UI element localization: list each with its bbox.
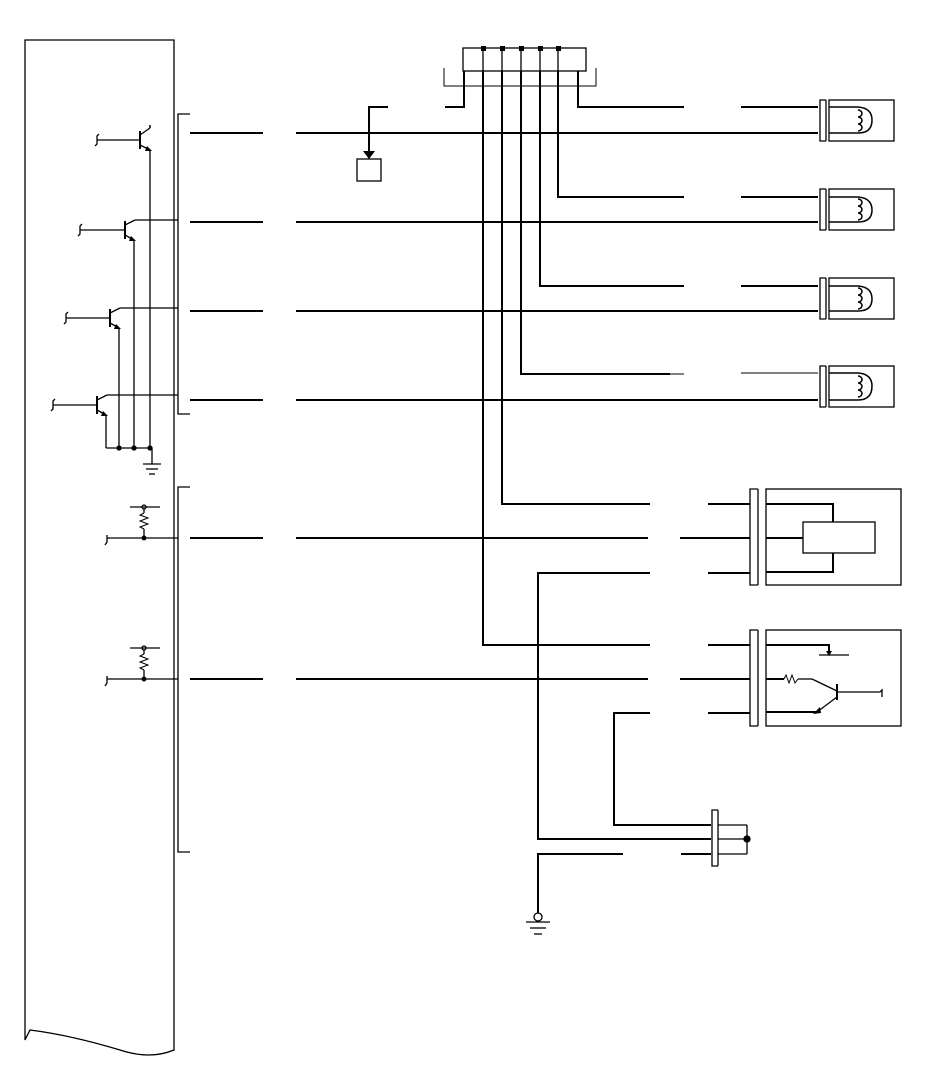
sensor-input-circuit-1 (104, 504, 178, 546)
feed-wire-left (445, 71, 465, 108)
feed-wire-injector-2 (557, 71, 684, 198)
control-module-outline (24, 39, 175, 1056)
driver-transistor-1 (94, 125, 152, 151)
driver-transistor-3 (63, 307, 121, 329)
feed-wire-injector-4 (520, 71, 670, 375)
injector-2 (819, 188, 895, 231)
driver-transistor-4 (50, 394, 108, 416)
sensor-b (749, 629, 902, 727)
ground-splice-connector (711, 809, 751, 867)
feed-wire-sensor-b (482, 71, 650, 646)
tap-component (356, 106, 388, 182)
ground-symbol-module (143, 463, 161, 475)
ground-symbol-chassis (526, 912, 550, 935)
ground-wire-chassis (537, 853, 623, 913)
ground-wire-sensor-a (537, 572, 711, 840)
sensor-a-internal-block (802, 521, 876, 554)
driver-transistor-2 (77, 219, 136, 241)
feed-wire-injector-3 (539, 71, 684, 287)
module-connector-upper (177, 113, 190, 415)
splice-connector (443, 46, 597, 87)
emitter-ground-bus (105, 151, 153, 464)
injector-3 (819, 277, 895, 320)
injector-4 (819, 365, 895, 408)
feed-wire-injector-1 (577, 71, 684, 108)
sensor-a (749, 488, 902, 586)
ground-wire-sensor-b (613, 712, 711, 826)
module-connector-lower (177, 486, 190, 853)
feed-wire-sensor-a (501, 71, 650, 505)
sensor-input-circuit-2 (104, 645, 178, 687)
injector-1 (819, 99, 895, 142)
